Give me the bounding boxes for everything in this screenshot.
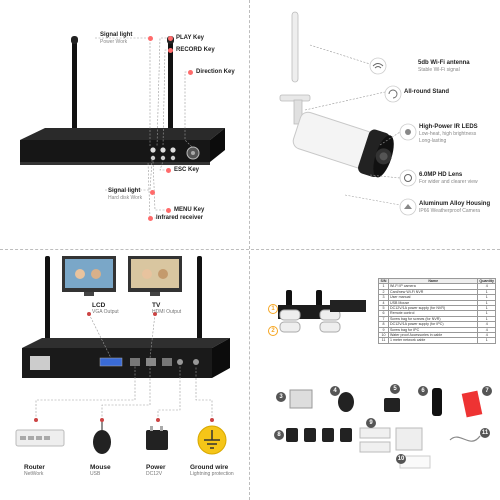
callout-dot (166, 168, 171, 173)
cell-qty: 1 (477, 304, 496, 312)
item-badge-5: 5 (390, 384, 400, 394)
callout-dot (166, 208, 171, 213)
nvr-front-panel-section: Signal light Power Work PLAY Key RECORD … (0, 0, 250, 250)
callout-dot (188, 70, 193, 75)
direction-key-label: Direction Key (196, 69, 235, 75)
package-items-illustration (278, 290, 483, 469)
cell-qty: 1 (477, 299, 496, 307)
horizontal-divider (0, 249, 500, 250)
cell-name: Water proof Accessories in cable (387, 332, 479, 339)
item-badge-4: 4 (330, 386, 340, 396)
wifi-icon (369, 57, 387, 75)
callout-dot (153, 312, 157, 316)
connections-section: LCD VGA Output TV HDMI Output Router Net… (0, 250, 250, 500)
menu-key-label: MENU Key (174, 207, 205, 213)
table-header-row: S/N Name Quantity (378, 277, 496, 285)
cell-qty: 1 (477, 315, 496, 323)
router-label: Router NetWork (24, 464, 45, 477)
callout-dot (156, 418, 160, 422)
ir-leds-label: High-Power IR LEDS Low-heat, high bright… (419, 124, 478, 144)
item-badge-8: 8 (274, 430, 284, 440)
usb-mouse-icon (338, 392, 354, 412)
all-round-stand-label: All-round Stand (404, 89, 449, 95)
header-quantity: Quantity (477, 277, 496, 285)
aluminum-housing-label: Aluminum Alloy Housing IP66 Weatherproof… (419, 201, 491, 214)
cell-qty: 4 (477, 283, 496, 290)
item-badge-6: 6 (418, 386, 428, 396)
signal-light-power-label: Signal light Power Work (100, 32, 133, 45)
tv-label: TV HDMI Output (152, 302, 182, 315)
user-manual-icon (289, 389, 313, 409)
cell-qty: 4 (477, 321, 496, 328)
signal-light-hdd-label: Signal light Hard disk Work (108, 188, 143, 201)
cell-sn: 11 (378, 337, 389, 344)
callout-dot (34, 418, 38, 422)
play-key-label: PLAY Key (176, 35, 205, 41)
item-badge-3: 3 (276, 392, 286, 402)
item-badge-11: 11 (480, 428, 490, 438)
cell-name: DC12V/1A power supply (for IPC) (387, 321, 479, 328)
power-adapter-icon (146, 430, 168, 450)
nvr-front-illustration (20, 36, 225, 219)
vertical-divider (249, 0, 250, 500)
screw-bag-icon (461, 390, 483, 418)
cell-qty: 4 (477, 326, 496, 334)
network-cable-icon (449, 435, 481, 442)
item-badge-1: 1 (268, 304, 278, 314)
callout-dot (168, 48, 173, 53)
nvr-power-adapter-icon (384, 398, 400, 412)
esc-key-label: ESC Key (174, 167, 200, 173)
callout-dot (210, 418, 214, 422)
callout-dot (150, 190, 155, 195)
ground-wire-label: Ground wire Lightning protection (190, 464, 234, 477)
cell-name: DC12V/1A power supply (for NVR) (387, 304, 479, 312)
remote-control-icon (432, 388, 442, 416)
record-key-label: RECORD Key (176, 47, 215, 53)
cell-name: Screw bag for screws (for NVR) (387, 315, 479, 323)
wifi-antenna-label: 5db Wi-Fi antenna Stable Wi-Fi signal (418, 60, 470, 73)
callout-dot (168, 36, 173, 41)
hd-lens-label: 6.0MP HD Lens For wider and clearer view (419, 172, 478, 185)
mouse-icon (93, 430, 111, 454)
cell-qty: 1 (477, 310, 496, 317)
nvr-rear-connections-illustration (15, 256, 230, 455)
rotate-icon (384, 85, 402, 103)
item-badge-2: 2 (268, 326, 278, 336)
power-label: Power DC12V (146, 464, 166, 477)
item-badge-7: 7 (482, 386, 492, 396)
lcd-label: LCD VGA Output (92, 302, 119, 315)
callout-dot (148, 36, 153, 41)
item-badge-9: 9 (366, 418, 376, 428)
cell-qty: 1 (477, 288, 496, 296)
mouse-label: Mouse USB (90, 464, 111, 477)
callout-dot (148, 216, 153, 221)
cell-qty: 1 (477, 337, 496, 344)
cell-qty: 1 (477, 294, 496, 301)
header-name: Name (387, 277, 479, 285)
lens-icon (399, 169, 417, 187)
infrared-receiver-label: Infrared receiver (156, 215, 204, 221)
bullet-camera-illustration (279, 11, 417, 216)
camera-features-section: 5db Wi-Fi antenna Stable Wi-Fi signal Al… (250, 0, 500, 250)
callout-dot (87, 312, 91, 316)
item-badge-10: 10 (396, 454, 406, 464)
callout-dot (100, 418, 104, 422)
cell-qty: 4 (477, 332, 496, 339)
cell-name: 1 meter network cable (387, 337, 479, 344)
